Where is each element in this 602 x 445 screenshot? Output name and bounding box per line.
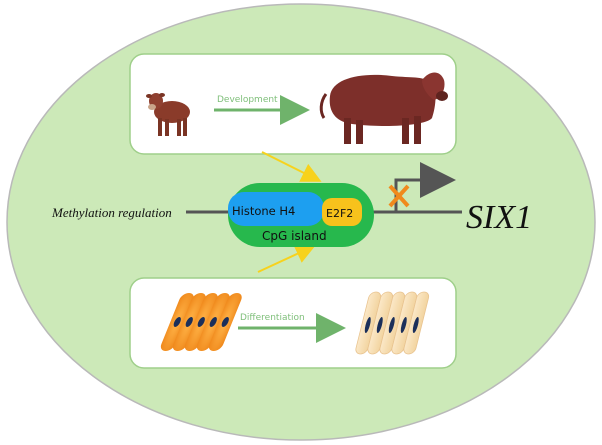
- bottom-panel: Differentiation: [129, 277, 457, 369]
- block-x-icon: [388, 184, 410, 208]
- cpg-island-label: CpG island: [262, 229, 327, 243]
- development-label: Development: [217, 95, 278, 105]
- e2f2-label: E2F2: [326, 207, 353, 220]
- yellow-arrow-top: [261, 151, 322, 182]
- differentiated-cells-icon: [355, 291, 430, 355]
- undifferentiated-cells-icon: [160, 293, 242, 351]
- yellow-arrow-bottom: [257, 244, 316, 273]
- methylation-label: Methylation regulation: [51, 205, 172, 220]
- cpg-island-complex: Histone H4 E2F2 CpG island: [228, 183, 374, 247]
- cow-icon: [319, 72, 448, 144]
- top-panel: Development: [129, 53, 457, 155]
- calf-icon: [146, 93, 190, 136]
- histone-h4-label: Histone H4: [232, 204, 295, 218]
- e2f2: [322, 198, 362, 226]
- histone-h4: [228, 192, 324, 226]
- six1-gene-label: SIX1: [466, 199, 532, 236]
- differentiation-label: Differentiation: [240, 313, 305, 323]
